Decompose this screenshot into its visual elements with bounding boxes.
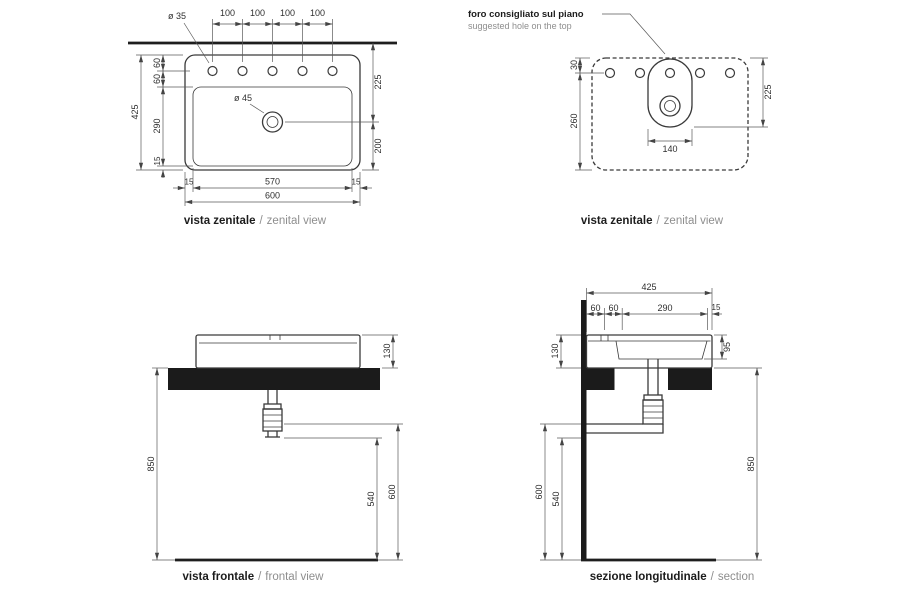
sink-front (195, 334, 361, 369)
dim-15-left: 15 (153, 156, 162, 165)
dim-600: 600 (265, 191, 280, 201)
note-line-2: suggested hole on the top (468, 21, 572, 31)
dim-200: 200 (373, 138, 383, 153)
wall (581, 300, 587, 560)
dim-drain-diameter: ø 45 (234, 93, 252, 103)
dim-570: 570 (265, 177, 280, 187)
front-view-dimensions (152, 334, 403, 561)
section-view-dimensions (540, 288, 762, 561)
faucet-dia-leader (183, 22, 210, 64)
caption-cutout-view: vista zenitale/zenital view (581, 215, 724, 227)
plan-view-dimensions (136, 19, 379, 206)
dim-425: 425 (130, 104, 140, 119)
drain-hole-inner (266, 116, 279, 128)
bottle-trap (262, 408, 283, 432)
dim-95: 95 (722, 342, 732, 352)
dim-60a: 60 (590, 303, 600, 313)
countertop (168, 368, 380, 390)
dim-290: 290 (152, 118, 162, 133)
front-view-drawing (168, 334, 380, 562)
front-view: 850 130 600 540 vista frontale/frontal v… (146, 334, 403, 583)
dim-600: 600 (534, 484, 544, 499)
dim-spacing-1: 100 (220, 8, 235, 18)
dim-130: 130 (550, 343, 560, 358)
drain-hole-outer (261, 111, 284, 133)
caption-plan-view: vista zenitale/zenital view (184, 215, 327, 227)
countertop-front (668, 368, 712, 390)
waste-pipe-to-wall (586, 423, 664, 434)
dim-15: 15 (712, 303, 721, 312)
faucet-hole (724, 67, 736, 79)
dim-140: 140 (662, 144, 677, 154)
dim-15-bottom-right: 15 (352, 178, 361, 187)
sink-section (585, 334, 713, 369)
section-view-drawing (581, 300, 716, 562)
faucet-hole (237, 65, 248, 77)
cutout-view-drawing (591, 13, 749, 171)
dim-850: 850 (146, 456, 156, 471)
cutout-view-dimensions (575, 57, 768, 171)
dim-60b: 60 (608, 303, 618, 313)
faucet-hole (327, 65, 338, 77)
trap-nut (643, 394, 663, 401)
faucet-hole (207, 65, 218, 77)
dim-540: 540 (366, 491, 376, 506)
dim-faucet-diameter: ø 35 (168, 11, 186, 21)
drain-dia-leader (249, 103, 265, 114)
dim-spacing-4: 100 (310, 8, 325, 18)
dim-290: 290 (657, 303, 672, 313)
basin-inner-outline (192, 86, 353, 167)
faucet-hole (604, 67, 616, 79)
caption-front-view: vista frontale/frontal view (183, 571, 325, 583)
dim-60a: 60 (152, 58, 162, 68)
dim-30: 30 (569, 60, 579, 70)
faucet-hole (664, 67, 676, 79)
dim-spacing-3: 100 (280, 8, 295, 18)
drain-hole-inner (664, 100, 676, 112)
faucet-hole (694, 67, 706, 79)
countertop-back (586, 368, 615, 390)
caption-section-view: sezione longitudinale/section (590, 571, 755, 583)
dim-130: 130 (382, 343, 392, 358)
dim-260: 260 (569, 113, 579, 128)
dim-15-bottom-left: 15 (185, 178, 194, 187)
trap-nut (263, 403, 282, 410)
plan-view: 100 100 100 100 ø 35 ø 45 425 60 60 290 … (128, 8, 397, 227)
dim-600: 600 (387, 484, 397, 499)
dim-225: 225 (763, 84, 773, 99)
basin-profile (615, 340, 708, 360)
faucet-hole (634, 67, 646, 79)
dim-60b: 60 (152, 74, 162, 84)
dim-425: 425 (641, 282, 656, 292)
drain-hole-outer (659, 95, 681, 117)
dim-spacing-2: 100 (250, 8, 265, 18)
suggested-hole-oval (647, 58, 693, 128)
counter-dashed-outline (591, 57, 749, 171)
section-view: 425 60 60 290 15 95 850 130 600 540 sezi… (534, 282, 762, 583)
dim-225: 225 (373, 74, 383, 89)
faucet-hole (297, 65, 308, 77)
note-line-1: foro consigliato sul piano (468, 9, 584, 20)
cutout-view: foro consigliato sul piano suggested hol… (468, 9, 773, 227)
dim-540: 540 (551, 491, 561, 506)
note-leader-line (602, 13, 666, 55)
plan-view-drawing (128, 22, 397, 171)
dim-850: 850 (746, 456, 756, 471)
faucet-hole (267, 65, 278, 77)
